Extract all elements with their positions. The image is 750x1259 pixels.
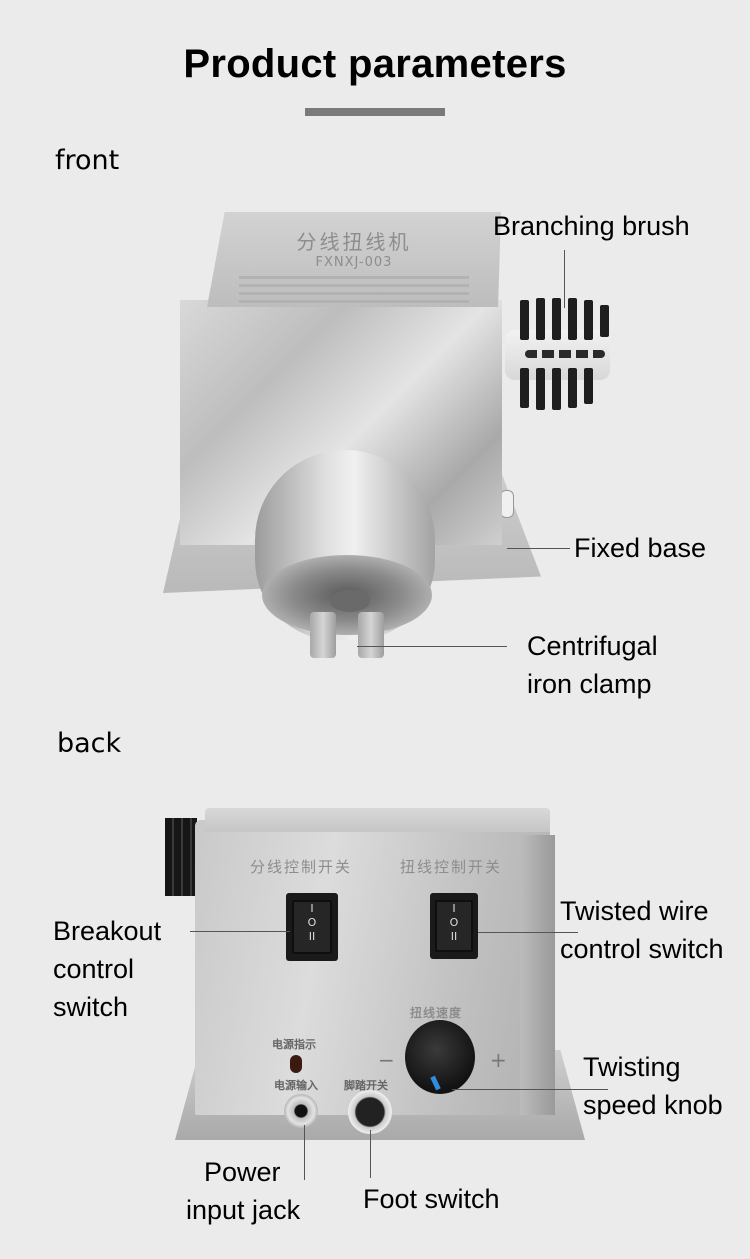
machine-body-back — [195, 820, 550, 1115]
label-cn-power-indicator: 电源指示 — [272, 1038, 316, 1051]
label-cn-speed: 扭线速度 — [410, 1006, 463, 1020]
callout-line-twisted-wire — [478, 932, 578, 933]
callout-line-speed-knob — [452, 1089, 608, 1090]
callout-breakout-line2: control — [53, 954, 135, 984]
breakout-control-switch[interactable]: I O II — [286, 893, 338, 961]
callout-power-jack-line2: input jack — [186, 1195, 301, 1225]
clamp-jaw-right — [358, 612, 384, 658]
callout-foot-switch: Foot switch — [363, 1184, 500, 1214]
power-indicator-led — [290, 1055, 302, 1073]
callout-speed-knob-line1: Twisting — [583, 1052, 681, 1082]
machine-top-plate: 分线扭线机 FXNXJ-003 — [207, 212, 501, 307]
callout-power-jack-line1: Power — [204, 1157, 281, 1187]
knob-indicator — [430, 1075, 441, 1091]
foot-switch-connector[interactable] — [348, 1090, 392, 1134]
speed-minus: − — [378, 1048, 395, 1072]
section-label-front: front — [55, 145, 120, 176]
plate-engraved-text — [239, 276, 469, 279]
callout-line-power-jack — [304, 1125, 305, 1180]
callout-fixed-base: Fixed base — [574, 533, 707, 563]
speed-plus: + — [490, 1048, 507, 1072]
plate-title-cn: 分线扭线机 — [296, 230, 412, 254]
label-cn-breakout-switch: 分线控制开关 — [250, 858, 353, 876]
callout-breakout-line3: switch — [53, 992, 129, 1022]
brush-edge-visible — [165, 818, 197, 896]
twisting-speed-knob[interactable] — [405, 1020, 475, 1094]
twisted-wire-control-switch[interactable]: I O II — [430, 893, 478, 959]
callout-twisted-wire-line2: control switch — [560, 934, 724, 964]
callout-line-foot-switch — [370, 1130, 371, 1178]
clamp-hub — [330, 590, 370, 612]
plate-model: FXNXJ-003 — [315, 255, 393, 270]
callout-line-fixed-base — [507, 548, 570, 549]
label-cn-power-input: 电源输入 — [274, 1079, 318, 1092]
callout-twisted-wire-line1: Twisted wire — [560, 896, 709, 926]
callout-centrifugal-clamp-line2: iron clamp — [527, 669, 652, 699]
base-mounting-slot — [500, 490, 514, 518]
title-divider — [305, 108, 445, 116]
power-input-jack[interactable] — [284, 1094, 318, 1128]
label-cn-twist-switch: 扭线控制开关 — [400, 858, 503, 876]
callout-line-breakout — [190, 931, 290, 932]
callout-breakout-line1: Breakout — [53, 916, 162, 946]
section-label-back: back — [57, 728, 122, 759]
callout-centrifugal-clamp-line1: Centrifugal — [527, 631, 658, 661]
page-title: Product parameters — [183, 42, 567, 86]
label-cn-foot-switch: 脚踏开关 — [344, 1079, 388, 1092]
clamp-jaw-left — [310, 612, 336, 658]
callout-branching-brush: Branching brush — [493, 211, 690, 241]
machine-side-panel — [520, 835, 555, 1115]
callout-line-centrifugal-clamp — [357, 646, 507, 647]
machine-top-edge — [205, 808, 550, 832]
callout-speed-knob-line2: speed knob — [583, 1090, 723, 1120]
callout-line-branching-brush — [564, 250, 565, 308]
